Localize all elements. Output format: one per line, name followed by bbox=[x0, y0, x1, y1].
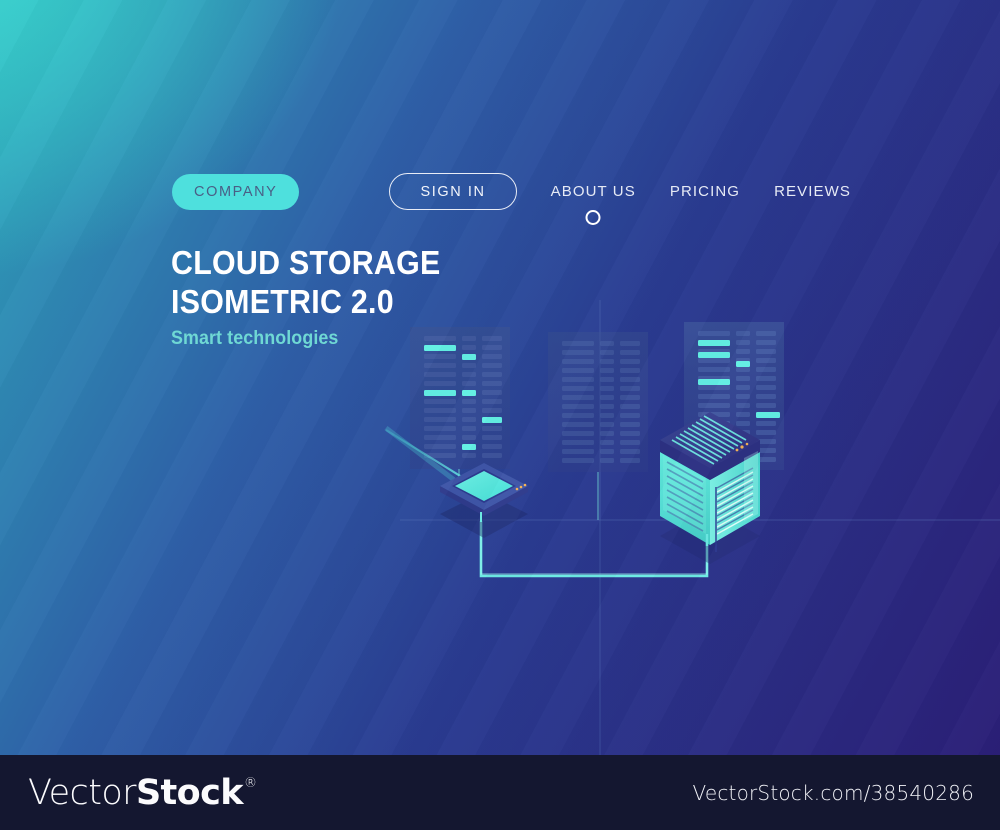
sign-in-button-label: SIGN IN bbox=[420, 183, 486, 200]
page-title: CLOUD STORAGE ISOMETRIC 2.0 bbox=[171, 243, 441, 321]
server-rack-left bbox=[410, 327, 510, 487]
nav-link-reviews[interactable]: REVIEWS bbox=[774, 183, 851, 200]
active-nav-indicator-icon bbox=[585, 210, 601, 225]
sign-in-button[interactable]: SIGN IN bbox=[389, 173, 517, 210]
server-rack-right bbox=[684, 322, 784, 470]
server-rack-center bbox=[548, 332, 648, 520]
page-subtitle: Smart technologies bbox=[171, 328, 339, 349]
vectorstock-logo-bold: Stock bbox=[135, 772, 244, 813]
page-title-line-2: ISOMETRIC 2.0 bbox=[171, 283, 394, 320]
server-cube bbox=[660, 412, 760, 564]
nav-link-pricing[interactable]: PRICING bbox=[670, 183, 740, 200]
tablet-device bbox=[440, 463, 528, 538]
page-title-line-1: CLOUD STORAGE bbox=[171, 244, 441, 281]
hero-artboard: COMPANY SIGN IN ABOUT US PRICING REVIEWS… bbox=[0, 0, 1000, 755]
vectorstock-logo-light: Vector bbox=[28, 772, 137, 813]
top-navigation: COMPANY SIGN IN ABOUT US PRICING REVIEWS bbox=[172, 173, 851, 225]
nav-link-about-us-label: ABOUT US bbox=[550, 183, 636, 200]
vectorstock-url: VectorStock.com/38540286 bbox=[692, 780, 974, 805]
nav-link-about-us[interactable]: ABOUT US bbox=[550, 183, 636, 225]
company-button[interactable]: COMPANY bbox=[172, 173, 300, 210]
isometric-illustration bbox=[384, 300, 1000, 755]
registered-trademark-icon: ® bbox=[243, 775, 257, 791]
nav-link-pricing-label: PRICING bbox=[669, 183, 741, 200]
hero-headline-block: CLOUD STORAGE ISOMETRIC 2.0 Smart techno… bbox=[171, 243, 464, 350]
cable-network-inner bbox=[480, 521, 708, 575]
rack-right-active-leds bbox=[698, 340, 780, 418]
company-button-label: COMPANY bbox=[194, 183, 278, 200]
rack-left-active-leds bbox=[424, 345, 502, 450]
nav-link-reviews-label: REVIEWS bbox=[774, 183, 851, 200]
